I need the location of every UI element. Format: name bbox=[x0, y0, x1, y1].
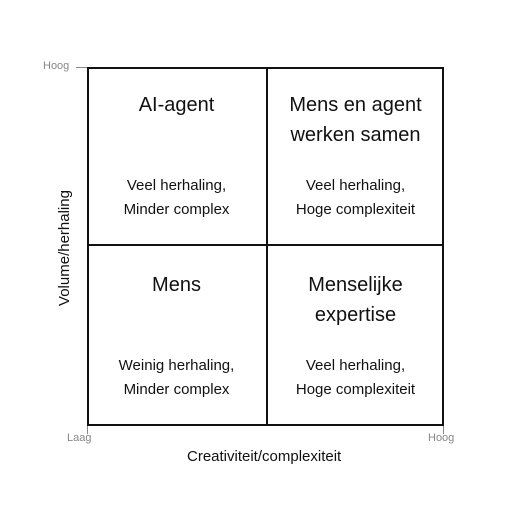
quadrant-title: Mens bbox=[152, 274, 201, 296]
quadrant-title: AI-agent bbox=[138, 94, 215, 116]
quadrant-human-and-agent: Mens en agent werken samen Veel herhalin… bbox=[266, 90, 445, 240]
quadrant-matrix bbox=[87, 67, 444, 426]
vertical-divider bbox=[266, 67, 268, 426]
origin-label: Laag bbox=[67, 432, 92, 444]
quadrant-title: Mens en agent werken samen bbox=[289, 94, 422, 146]
quadrant-ai-agent: AI-agent Veel herhaling, Minder complex bbox=[87, 90, 266, 240]
y-axis-high-label: Hoog bbox=[43, 60, 70, 72]
quadrant-description: Veel herhaling, Hoge complexiteit bbox=[295, 177, 416, 218]
origin-tick bbox=[87, 426, 88, 434]
y-axis-label: Volume/herhaling bbox=[56, 190, 73, 306]
quadrant-title: Menselijke expertise bbox=[308, 274, 403, 326]
x-axis-high-tick bbox=[443, 426, 444, 434]
x-axis-label: Creativiteit/complexiteit bbox=[187, 448, 342, 465]
quadrant-description: Weinig herhaling, Minder complex bbox=[118, 357, 235, 398]
quadrant-description: Veel herhaling, Hoge complexiteit bbox=[295, 357, 416, 398]
x-axis-high-label: Hoog bbox=[428, 432, 455, 444]
quadrant-description: Veel herhaling, Minder complex bbox=[123, 177, 230, 218]
y-axis-high-tick bbox=[76, 67, 87, 68]
quadrant-human-expertise: Menselijke expertise Veel herhaling, Hog… bbox=[266, 270, 445, 420]
quadrant-human: Mens Weinig herhaling, Minder complex bbox=[87, 270, 266, 420]
horizontal-divider bbox=[87, 244, 444, 246]
